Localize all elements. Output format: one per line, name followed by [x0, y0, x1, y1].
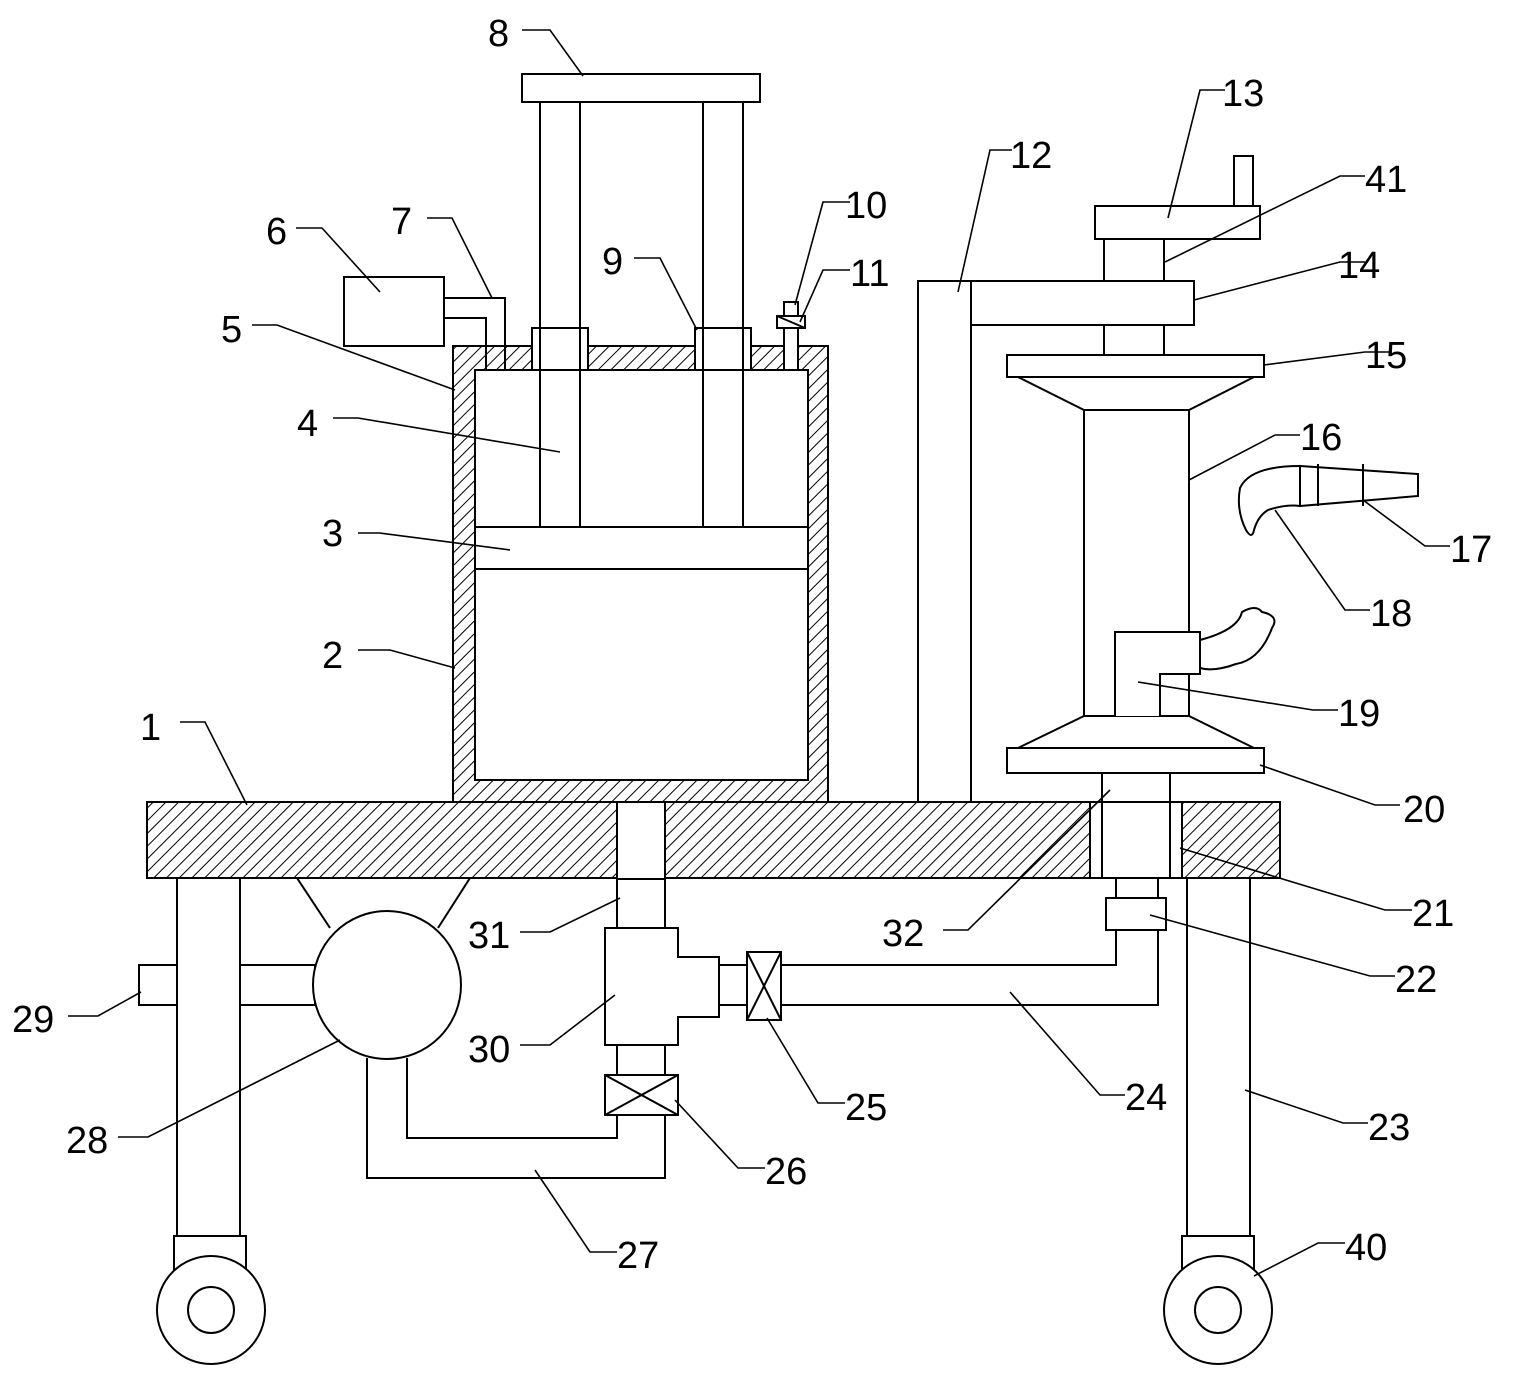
label-6: 6: [266, 211, 287, 253]
label-32: 32: [882, 913, 924, 955]
label-13: 13: [1222, 73, 1264, 115]
label-4: 4: [297, 403, 318, 445]
label-5: 5: [221, 309, 242, 351]
control-box: [343, 276, 506, 370]
pump: [138, 877, 666, 1179]
vent-valve: [776, 301, 806, 371]
label-17: 17: [1450, 529, 1492, 571]
label-1: 1: [140, 707, 161, 749]
label-27: 27: [617, 1235, 659, 1277]
brush-head: [1237, 464, 1419, 536]
label-14: 14: [1338, 245, 1380, 287]
motor-assembly: [1094, 155, 1261, 356]
label-21: 21: [1412, 893, 1454, 935]
label-2: 2: [322, 635, 343, 677]
label-19: 19: [1338, 693, 1380, 735]
label-10: 10: [845, 185, 887, 227]
label-18: 18: [1370, 593, 1412, 635]
label-23: 23: [1368, 1107, 1410, 1149]
label-9: 9: [602, 241, 623, 283]
top-frame: [521, 73, 761, 528]
piston-plate: [474, 526, 809, 570]
label-8: 8: [488, 13, 509, 55]
label-16: 16: [1300, 417, 1342, 459]
label-41: 41: [1365, 159, 1407, 201]
label-12: 12: [1010, 135, 1052, 177]
label-22: 22: [1395, 959, 1437, 1001]
pipe-tee: [604, 878, 1167, 1116]
label-11: 11: [850, 253, 889, 295]
spray-nozzle: [1114, 607, 1276, 716]
leader-lines: [68, 29, 1450, 1277]
label-26: 26: [765, 1151, 807, 1193]
roller: [1006, 354, 1265, 802]
label-3: 3: [322, 513, 343, 555]
label-30: 30: [468, 1029, 510, 1071]
label-15: 15: [1365, 335, 1407, 377]
label-7: 7: [391, 201, 412, 243]
tank: [452, 345, 829, 803]
label-25: 25: [845, 1087, 887, 1129]
label-29: 29: [12, 999, 54, 1041]
label-40: 40: [1345, 1227, 1387, 1269]
label-28: 28: [66, 1120, 108, 1162]
label-20: 20: [1403, 789, 1445, 831]
support-column: [917, 280, 1195, 803]
label-24: 24: [1125, 1077, 1167, 1119]
part-labels: 1 2 3 4 5 6 7 8 9 10 11 12 13 14 15 16 1…: [12, 13, 1492, 1277]
label-31: 31: [468, 915, 510, 957]
left-leg: [156, 877, 266, 1365]
right-leg: [1163, 877, 1273, 1365]
